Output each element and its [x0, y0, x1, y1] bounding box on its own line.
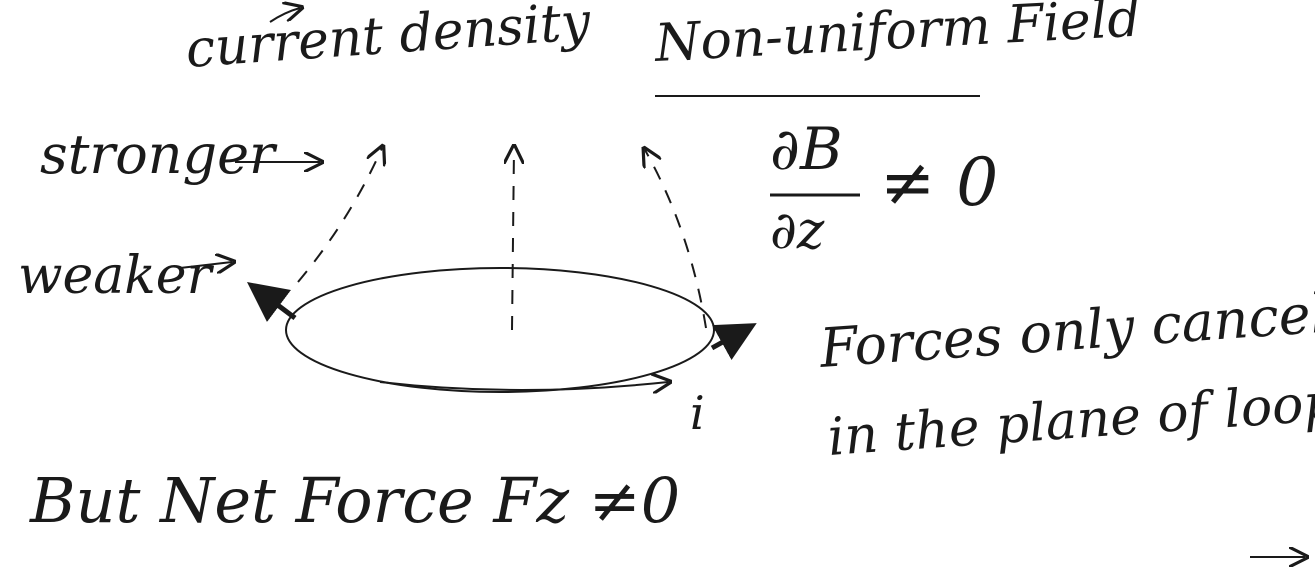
force-arrow-right — [710, 323, 757, 361]
current-loop — [285, 267, 715, 393]
derivative-numerator: ∂B — [770, 115, 843, 183]
label-current-i: i — [690, 386, 705, 440]
current-direction-arrow — [379, 382, 668, 390]
top-partial-arrow — [269, 8, 300, 23]
derivative-denominator: ∂z — [770, 201, 825, 261]
force-arrow-left — [247, 282, 297, 322]
field-line-center — [512, 148, 514, 331]
field-line-left — [297, 148, 382, 283]
field-line-right — [645, 150, 707, 329]
label-stronger: stronger — [40, 123, 275, 186]
weaker-arrow — [179, 262, 232, 268]
not-equal-zero: ≠ 0 — [880, 144, 999, 221]
label-weaker: weaker — [18, 246, 212, 306]
label-net-force: But Net Force Fz ≠0 — [30, 464, 681, 537]
